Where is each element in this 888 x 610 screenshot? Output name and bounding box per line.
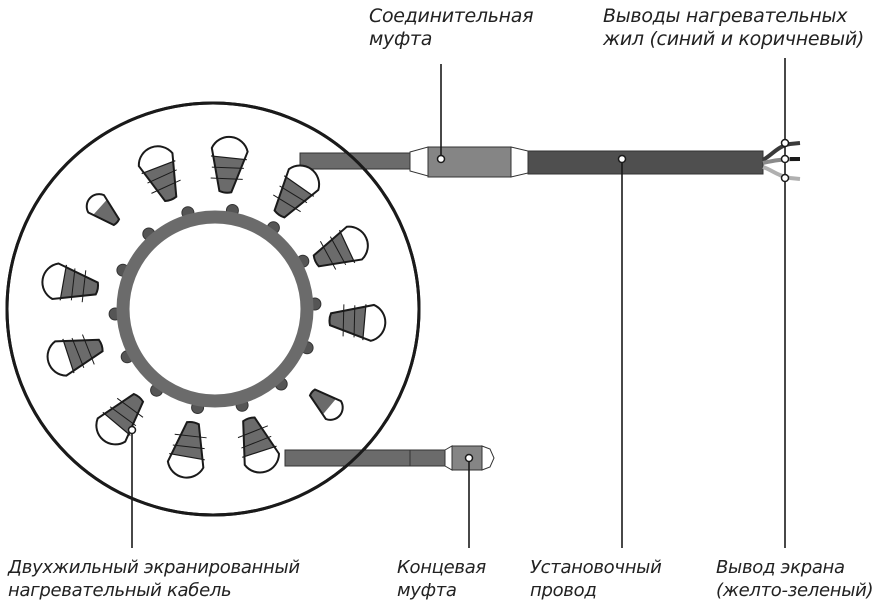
dot-installation-wire <box>617 154 627 164</box>
label-heating-cable: Двухжильный экранированный нагревательны… <box>8 557 300 601</box>
cable-loop <box>85 193 121 227</box>
installation-wire <box>527 150 764 175</box>
dot-connecting-coupling <box>436 154 446 164</box>
label-shield-lead: Вывод экрана (желто-зеленый) <box>716 557 874 601</box>
cable-loop <box>312 225 369 270</box>
wire-leads <box>761 141 801 181</box>
cable-loop <box>41 262 100 303</box>
cable-loop <box>210 135 249 194</box>
cable-loop <box>166 420 207 479</box>
label-core-leads: Выводы нагревательных жил (синий и корич… <box>603 5 865 50</box>
dot-heating-cable <box>127 425 137 435</box>
cable-loop <box>237 416 280 474</box>
connecting-coupling <box>409 146 529 178</box>
inner-ring <box>116 210 314 408</box>
dot-end-coupling <box>464 453 474 463</box>
cable-loop <box>328 303 387 342</box>
shield-lead-wire <box>762 165 801 181</box>
label-end-coupling: Концевая муфта <box>397 557 486 601</box>
cable-loop <box>273 164 321 219</box>
dot-blue-lead <box>780 154 790 164</box>
dot-shield-lead <box>780 173 790 183</box>
cable-loops <box>41 135 387 479</box>
cable-loop <box>308 388 344 421</box>
spool-rim <box>5 101 421 517</box>
cable-upper-inner <box>299 152 419 170</box>
brown-core-lead <box>761 141 801 162</box>
dot-brown-lead <box>780 138 790 148</box>
label-connecting-coupling: Соединительная муфта <box>369 5 534 50</box>
label-installation-wire: Установочный провод <box>530 557 662 601</box>
cable-loop <box>95 392 145 446</box>
leader-dots <box>127 138 790 463</box>
cable-loop <box>137 145 181 203</box>
cable-loop <box>46 334 104 377</box>
